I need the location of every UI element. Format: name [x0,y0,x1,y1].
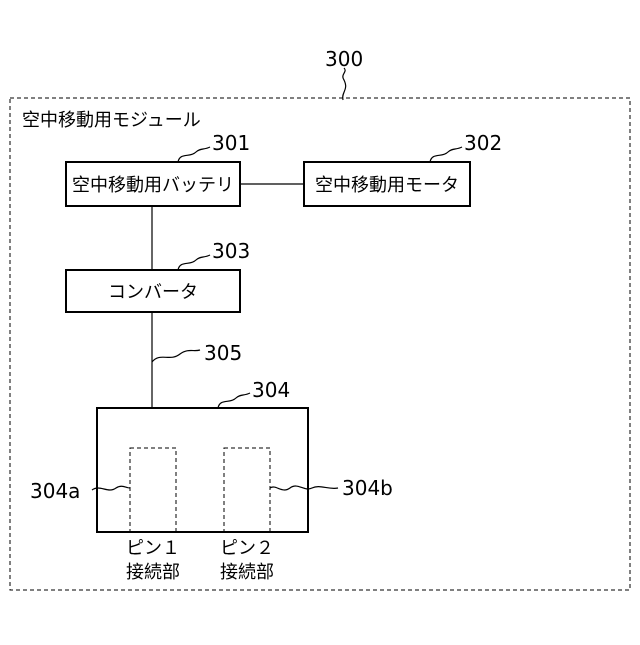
battery-label: 空中移動用バッテリ [72,175,234,196]
pin2-ref: 304b [342,476,393,500]
wire-leader [152,350,200,362]
converter-leader [178,255,210,270]
converter-ref: 303 [212,239,250,263]
pin2-label-line2: 接続部 [220,562,274,583]
pin2-label-line1: ピン２ [220,538,274,559]
wire-ref: 305 [204,341,242,365]
connector-box [97,408,308,532]
module-ref: 300 [325,47,363,71]
battery-ref: 301 [212,131,250,155]
connector-leader [218,393,250,408]
converter-label: コンバータ [108,282,198,303]
motor-label: 空中移動用モータ [315,175,459,196]
motor-leader [430,147,462,162]
battery-leader [178,147,210,162]
module-title: 空中移動用モジュール [22,110,201,131]
pin1-label-line2: 接続部 [126,562,180,583]
connector-ref: 304 [252,378,290,402]
pin1-label-line1: ピン１ [126,538,180,559]
pin1-ref: 304a [30,479,80,503]
module-ref-leader [343,68,346,100]
motor-ref: 302 [464,131,502,155]
